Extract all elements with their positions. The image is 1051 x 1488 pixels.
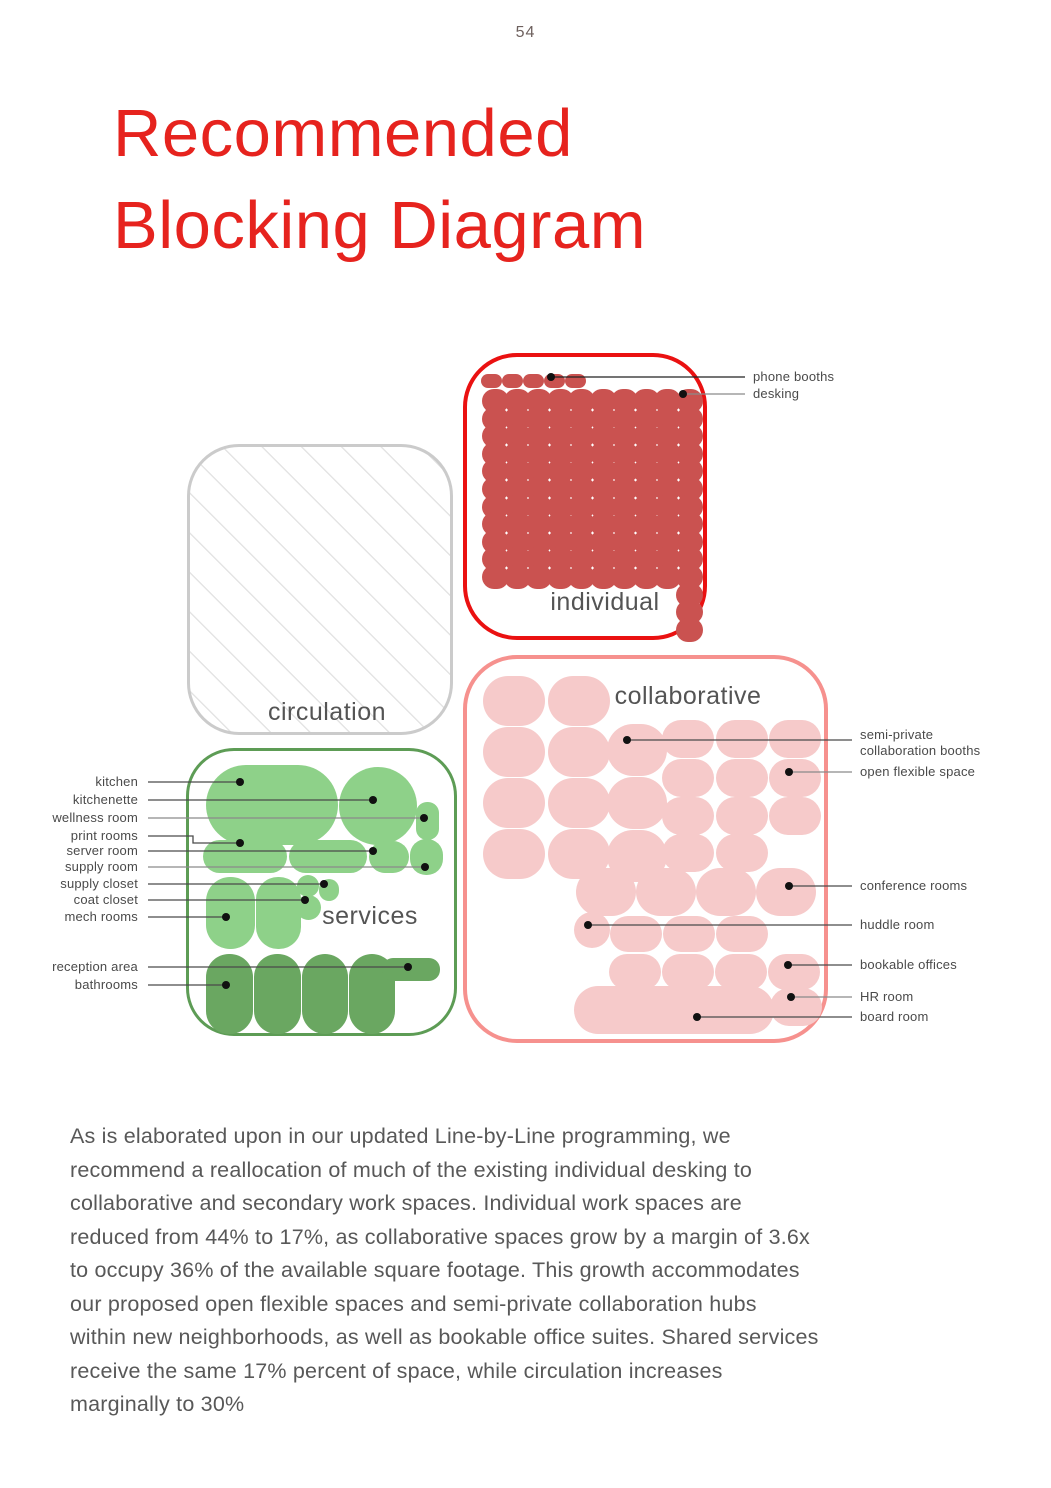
collaborative-space-blob: [574, 986, 774, 1034]
collaborative-space-blob: [716, 834, 768, 872]
service-space-blob: [289, 840, 367, 873]
phone-booth-dot: [502, 374, 523, 388]
services-block: [186, 748, 457, 1036]
circulation-block-label: circulation: [267, 698, 387, 726]
collaborative-block-label: collaborative: [614, 682, 762, 710]
collaborative-space-blob: [607, 777, 667, 829]
phone-booth-dot: [481, 374, 502, 388]
service-space-blob: [297, 875, 319, 897]
page-number: 54: [515, 24, 536, 41]
collaborative-space-blob: [610, 916, 662, 952]
annotation-supply-room: supply room: [64, 859, 138, 874]
service-space-blob: [319, 879, 339, 901]
annotation-hr-room: HR room: [860, 989, 914, 1004]
annotation-desking: desking: [753, 386, 800, 401]
collaborative-space-blob: [768, 954, 820, 990]
page-title: Recommended Blocking Diagram: [113, 96, 647, 264]
service-space-blob: [206, 765, 338, 845]
annotation-bookable-offices: bookable offices: [860, 957, 957, 972]
collaborative-space-blob: [769, 797, 821, 835]
service-space-blob-dark: [302, 954, 348, 1034]
annotation-phone-booths: phone booths: [753, 369, 835, 384]
collaborative-space-blob: [548, 727, 610, 777]
collaborative-space-blob: [770, 988, 822, 1026]
collaborative-space-blob: [662, 797, 714, 835]
annotation-open-flexible-space: open flexible space: [860, 764, 976, 779]
service-space-blob-dark: [206, 954, 253, 1034]
collaborative-space-blob: [607, 724, 667, 776]
collaborative-space-blob: [609, 954, 661, 990]
collaborative-space-blob: [576, 868, 636, 916]
service-space-blob: [206, 877, 255, 949]
collaborative-space-blob: [662, 954, 714, 990]
annotation-print-rooms: print rooms: [70, 828, 138, 843]
individual-block: [463, 353, 707, 642]
collaborative-space-blob: [715, 954, 767, 990]
annotation-reception-area: reception area: [52, 959, 138, 974]
collaborative-space-blob: [662, 834, 714, 872]
service-space-blob: [416, 802, 439, 840]
collaborative-space-blob: [636, 868, 696, 916]
collaborative-space-blob: [548, 676, 610, 726]
annotation-server-room: server room: [66, 843, 138, 858]
annotation-wellness-room: wellness room: [52, 810, 138, 825]
service-space-blob: [369, 841, 409, 873]
annotation-supply-closet: supply closet: [60, 876, 138, 891]
desk-dot: [675, 617, 703, 642]
circulation-block: [187, 444, 453, 735]
collaborative-space-blob: [716, 720, 768, 758]
collaborative-space-blob: [483, 727, 545, 777]
annotation-bathrooms: bathrooms: [74, 977, 138, 992]
annotation-semi-private-collaboration-booths: semi-private collaboration booths: [860, 727, 981, 758]
collaborative-space-blob: [756, 868, 816, 916]
service-space-blob: [203, 840, 287, 873]
annotation-kitchenette: kitchenette: [72, 792, 138, 807]
collaborative-space-blob: [716, 797, 768, 835]
collaborative-space-blob: [696, 868, 756, 916]
collaborative-space-blob: [662, 720, 714, 758]
service-space-blob: [339, 767, 417, 845]
service-space-blob: [256, 877, 301, 949]
collaborative-space-blob: [483, 676, 545, 726]
individual-block-label: individual: [550, 588, 660, 616]
service-space-blob-dark: [382, 958, 440, 981]
collaborative-space-blob: [574, 912, 610, 948]
collaborative-space-blob: [769, 759, 821, 797]
annotation-conference-rooms: conference rooms: [860, 878, 968, 893]
collaborative-space-blob: [483, 829, 545, 879]
collaborative-space-blob: [716, 759, 768, 797]
service-space-blob-dark: [254, 954, 301, 1034]
collaborative-space-blob: [663, 916, 715, 952]
collaborative-space-blob: [662, 759, 714, 797]
collaborative-space-blob: [769, 720, 821, 758]
service-space-blob: [410, 839, 443, 875]
phone-booth-dot: [565, 374, 586, 388]
annotation-huddle-room: huddle room: [860, 917, 935, 932]
annotation-coat-closet: coat closet: [73, 892, 138, 907]
collaborative-space-blob: [716, 916, 768, 952]
body-paragraph: As is elaborated upon in our updated Lin…: [70, 1124, 819, 1416]
collaborative-block: [463, 655, 828, 1043]
services-block-label: services: [322, 902, 418, 930]
collaborative-space-blob: [548, 778, 610, 828]
annotation-kitchen: kitchen: [95, 774, 138, 789]
phone-booth-dot: [544, 374, 565, 388]
annotation-mech-rooms: mech rooms: [64, 909, 138, 924]
phone-booth-dot: [523, 374, 544, 388]
annotation-board-room: board room: [860, 1009, 929, 1024]
blocking-diagram: individual circulation collaborative ser…: [52, 353, 981, 1043]
collaborative-space-blob: [483, 778, 545, 828]
